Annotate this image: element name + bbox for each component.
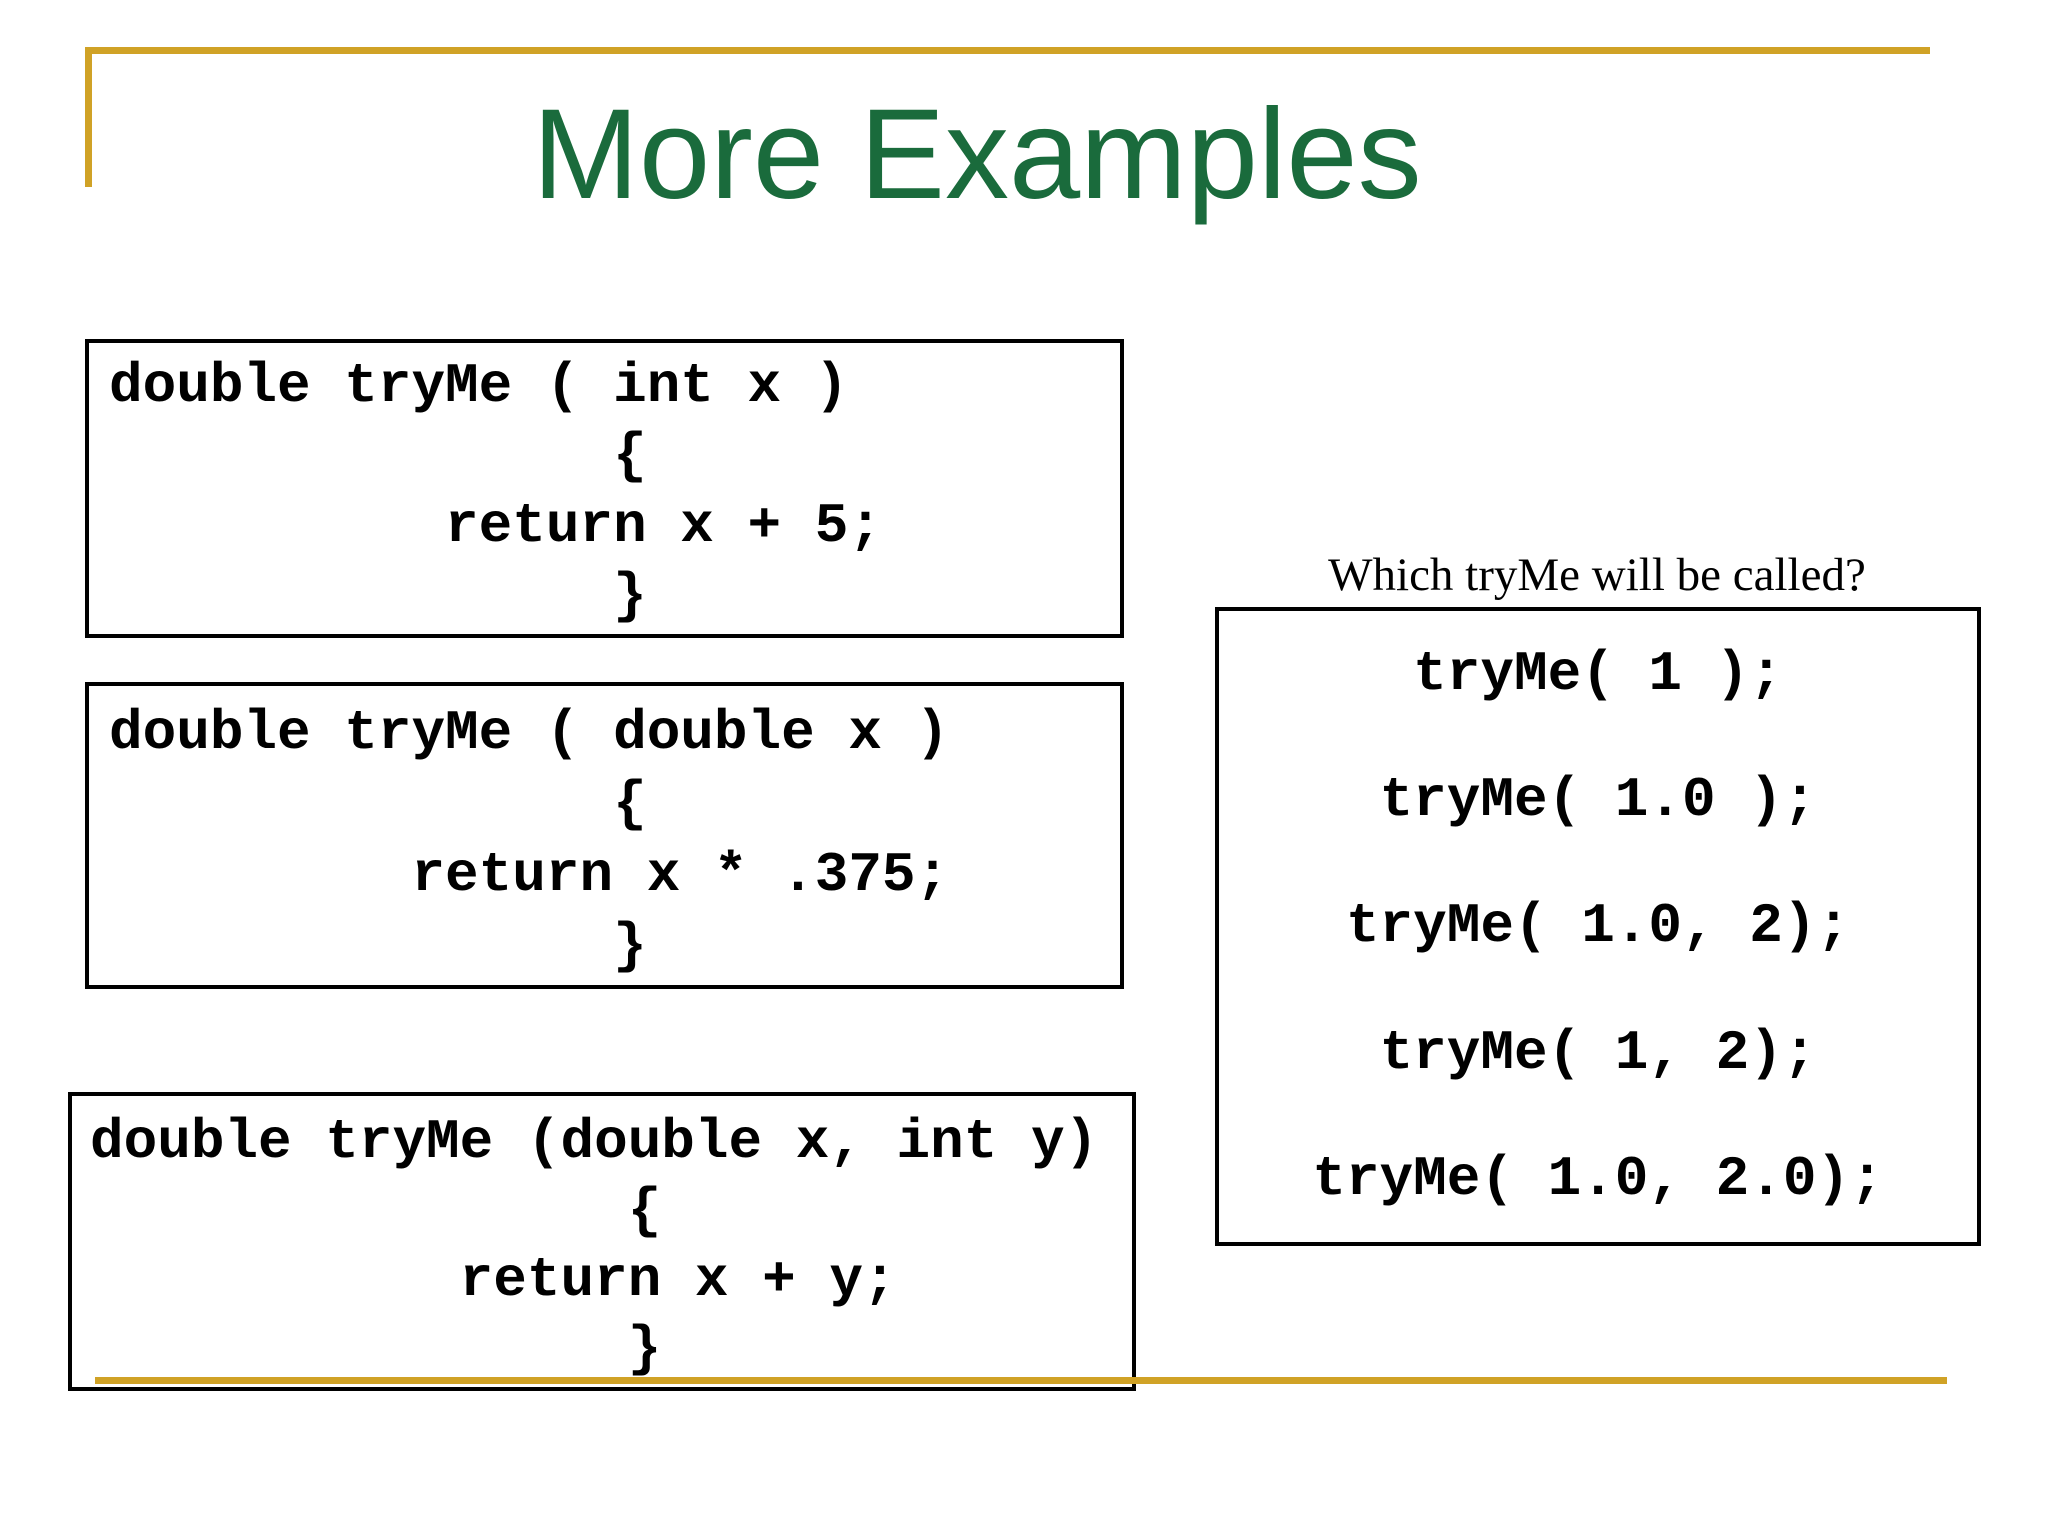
code-line: double tryMe ( int x )	[109, 354, 849, 418]
code-line: double tryMe ( double x )	[109, 701, 950, 765]
call-line: tryMe( 1.0, 2.0);	[1312, 1146, 1884, 1211]
code-line: {	[109, 772, 647, 836]
code-line: return x + 5;	[109, 494, 882, 558]
page-title: More Examples	[532, 83, 1422, 226]
accent-line-top	[85, 47, 1930, 54]
calls-box: tryMe( 1 ); tryMe( 1.0 ); tryMe( 1.0, 2)…	[1215, 607, 1981, 1246]
code-box-tryme-double: double tryMe ( double x ) { return x * .…	[85, 682, 1124, 989]
call-line: tryMe( 1.0 );	[1379, 768, 1817, 833]
code-line: {	[90, 1179, 662, 1243]
code-line: double tryMe (double x, int y)	[90, 1110, 1099, 1174]
code-line: }	[109, 564, 647, 628]
code-line: }	[90, 1317, 662, 1381]
call-line: tryMe( 1.0, 2);	[1345, 894, 1851, 959]
code-box-tryme-double-int: double tryMe (double x, int y) { return …	[68, 1092, 1136, 1391]
code-line: {	[109, 424, 647, 488]
code-line: return x * .375;	[109, 843, 950, 907]
question-text: Which tryMe will be called?	[1328, 549, 1866, 601]
accent-line-left	[85, 47, 92, 187]
code-box-tryme-int: double tryMe ( int x ) { return x + 5; }	[85, 339, 1124, 638]
accent-line-bottom	[95, 1377, 1947, 1384]
call-line: tryMe( 1 );	[1413, 642, 1783, 707]
call-line: tryMe( 1, 2);	[1379, 1020, 1817, 1085]
code-line: }	[109, 914, 647, 978]
code-line: return x + y;	[90, 1248, 897, 1312]
